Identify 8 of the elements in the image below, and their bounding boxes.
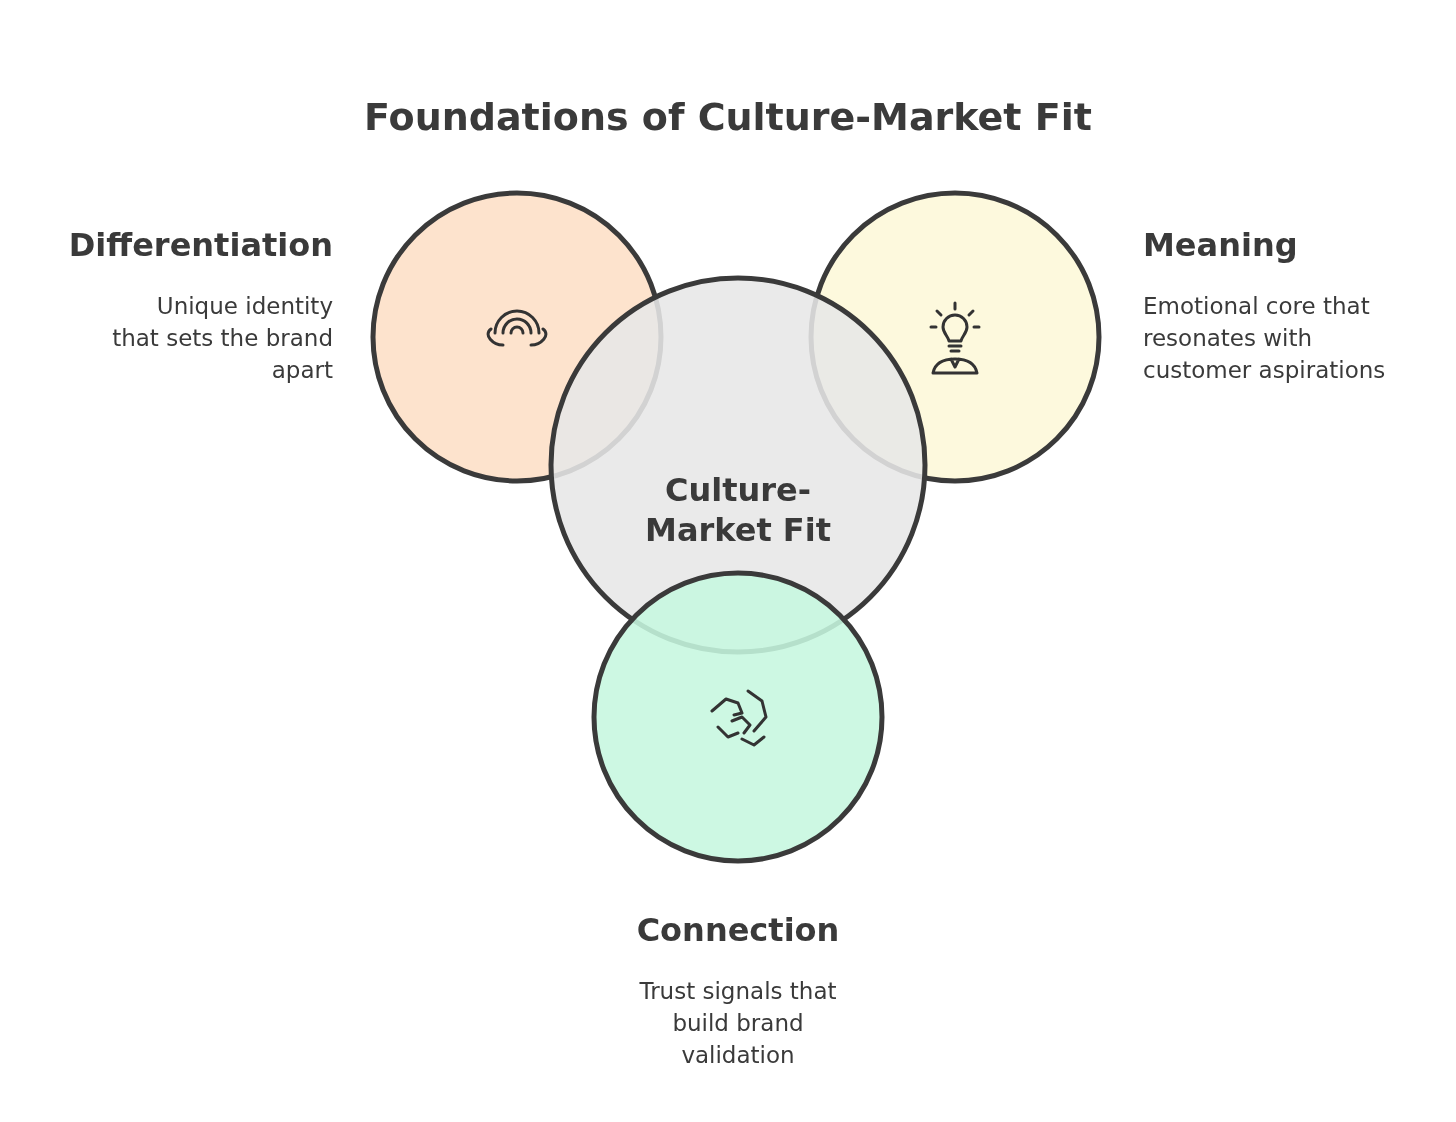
description: Unique identity that sets the brand apart	[111, 292, 333, 385]
description: Emotional core that resonates with customer aspirations	[1143, 292, 1387, 385]
center-label: Culture-Market Fit	[644, 470, 832, 550]
heading: Connection	[635, 910, 841, 950]
heading: Differentiation	[67, 225, 333, 265]
diagram-title: Foundations of Culture-Market Fit	[363, 95, 1093, 139]
description: Trust signals that build brand validation	[638, 977, 838, 1070]
heading: Meaning	[1143, 225, 1299, 265]
